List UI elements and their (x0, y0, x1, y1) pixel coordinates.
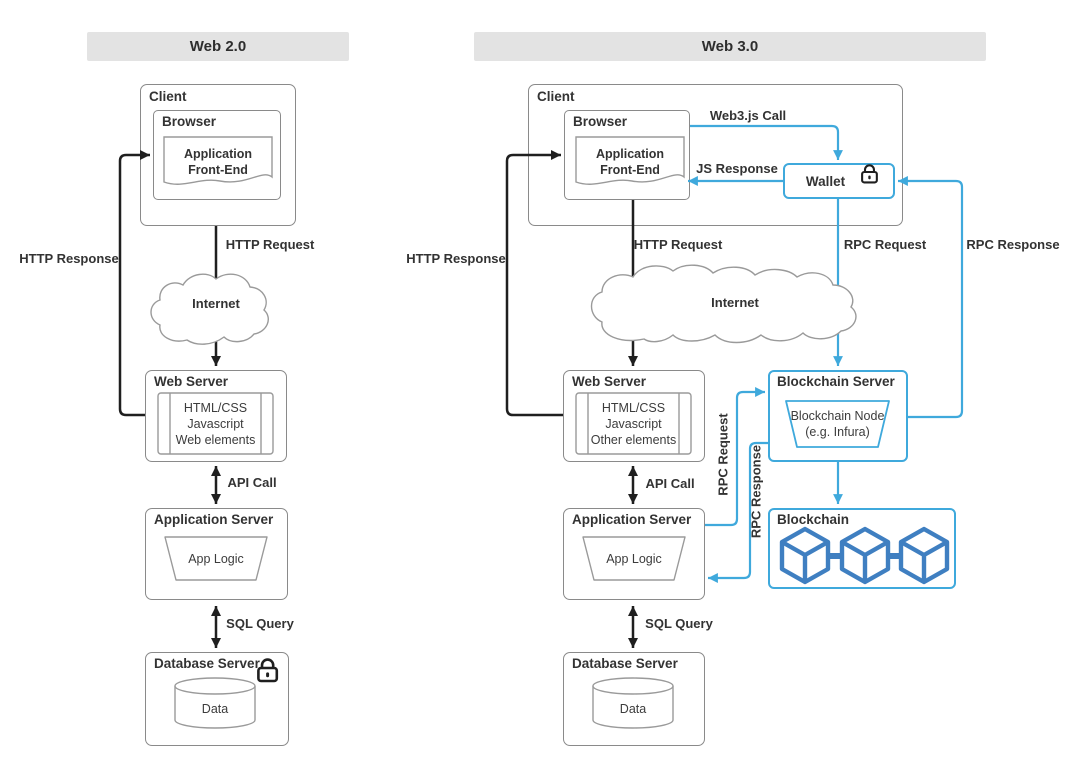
stack-line: Javascript (187, 417, 244, 431)
web3-blockchain-server-title: Blockchain Server (777, 374, 895, 389)
web3-app-logic-label: App Logic (606, 552, 662, 566)
web3-rpc-response-vertical-label: RPC Response (748, 444, 764, 539)
web2-data-label: Data (201, 702, 229, 716)
wallet-label: Wallet (805, 173, 846, 189)
web2-api-call-label: API Call (227, 475, 277, 490)
web3-header-bar: Web 3.0 (474, 32, 986, 61)
web2-http-response-label: HTTP Response (19, 251, 119, 266)
web3-web-server-title: Web Server (572, 374, 647, 389)
web3-internet-label: Internet (711, 295, 759, 310)
web3-browser-title: Browser (573, 114, 628, 129)
web2-frontend-label: Application Front-End (164, 146, 272, 178)
web3-client-title: Client (537, 89, 575, 104)
web2-db-server-title: Database Server (154, 656, 260, 671)
stack-line: Other elements (590, 433, 677, 447)
web2-sql-query-label: SQL Query (226, 616, 294, 631)
web2-internet-label: Internet (192, 296, 240, 311)
web3-blockchain-node-label: Blockchain Node (e.g. Infura) (786, 408, 889, 440)
web3-http-request-label: HTTP Request (633, 237, 723, 252)
web3-rpc-response-label: RPC Response (966, 237, 1060, 252)
web3-rpc-request-vertical-label: RPC Request (715, 413, 731, 496)
web2-header-bar: Web 2.0 (87, 32, 349, 61)
web3-header-label: Web 3.0 (701, 38, 759, 55)
web2-frontend-line1: Application (183, 147, 253, 161)
web3-blockchain-title: Blockchain (777, 512, 850, 527)
web2-http-request-label: HTTP Request (225, 237, 315, 252)
web3-data-label: Data (619, 702, 647, 716)
web2-header-label: Web 2.0 (189, 38, 247, 55)
web2-browser-title: Browser (162, 114, 217, 129)
web3-js-response-label: JS Response (696, 161, 778, 176)
stack-line: Web elements (175, 433, 256, 447)
web2-client-title: Client (149, 89, 187, 104)
web3-sql-query-label: SQL Query (645, 616, 713, 631)
web3-frontend-line2: Front-End (600, 163, 660, 177)
blockchain-node-line1: Blockchain Node (790, 409, 885, 423)
stack-line: HTML/CSS (601, 401, 666, 415)
stack-line: Javascript (605, 417, 662, 431)
web3-api-call-label: API Call (645, 476, 695, 491)
web2-web-server-title: Web Server (154, 374, 229, 389)
web3-web-server-stack: HTML/CSS Javascript Other elements (576, 400, 691, 448)
blockchain-node-line2: (e.g. Infura) (805, 425, 870, 439)
web2-app-logic-label: App Logic (188, 552, 244, 566)
web2-frontend-line2: Front-End (188, 163, 248, 177)
stack-line: HTML/CSS (183, 401, 248, 415)
web2-app-server-title: Application Server (154, 512, 274, 527)
web3-db-server-title: Database Server (572, 656, 678, 671)
web3-web3js-call-label: Web3.js Call (709, 108, 787, 123)
web3-rpc-request-label: RPC Request (843, 237, 927, 252)
web3-app-server-title: Application Server (572, 512, 692, 527)
wallet-content: Wallet (783, 163, 895, 199)
web2-web-server-stack: HTML/CSS Javascript Web elements (158, 400, 273, 448)
web3-frontend-line1: Application (595, 147, 665, 161)
web3-http-response-label: HTTP Response (406, 251, 506, 266)
web3-frontend-label: Application Front-End (576, 146, 684, 178)
